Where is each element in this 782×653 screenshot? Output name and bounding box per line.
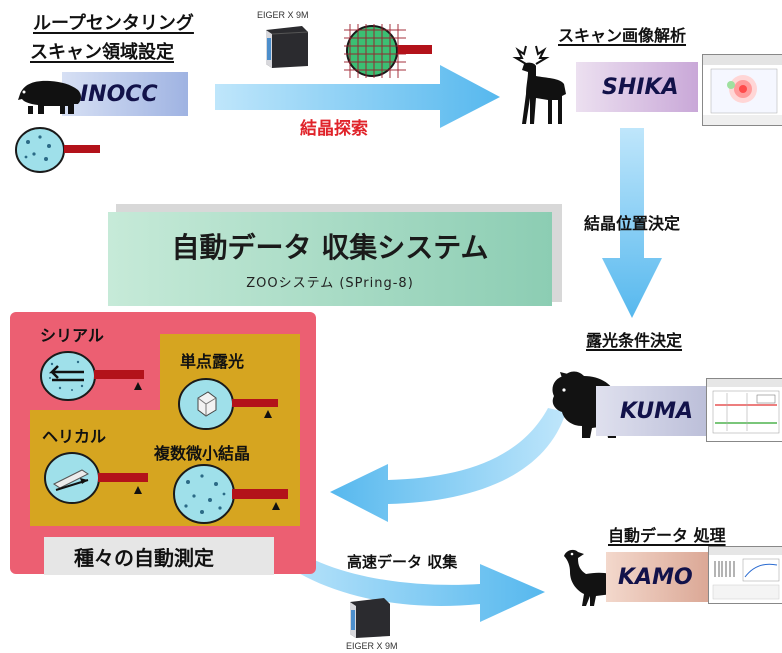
search-arrow-label: 結晶探索	[300, 119, 368, 139]
kuma-box: KUMA	[596, 386, 706, 436]
eiger-bottom-label: EIGER X 9M	[346, 641, 398, 651]
helical-loop-icon	[44, 452, 148, 504]
detector-icon-bottom	[350, 598, 390, 638]
eiger-top-label: EIGER X 9M	[257, 10, 309, 20]
mode-helical-label: ヘリカル	[42, 427, 107, 446]
inocc-title-2: スキャン領域設定	[30, 42, 174, 63]
kuma-title: 露光条件決定	[586, 331, 683, 350]
zoo-subtitle: ZOOシステム (SPring-8)	[246, 276, 414, 291]
shika-box: SHIKA	[576, 62, 698, 112]
collect-arrow-label: 高速データ 収集	[347, 553, 458, 571]
grid-scan-loop-icon	[344, 24, 432, 78]
kuma-plot-thumbnail	[706, 378, 782, 442]
zoo-box: 自動データ 収集システム ZOOシステム (SPring-8)	[108, 212, 552, 306]
mode-single-label: 単点露光	[180, 352, 245, 371]
mode-serial-label: シリアル	[40, 326, 104, 345]
modes-footer-box	[44, 537, 274, 575]
mode-arrow	[330, 408, 566, 522]
collect-arrow	[268, 540, 545, 622]
zoo-title: 自動データ 収集システム	[171, 231, 489, 264]
shika-heatmap-thumbnail	[702, 54, 782, 126]
kamo-title: 自動データ 処理	[608, 526, 726, 545]
multi-crystal-loop-icon	[173, 464, 288, 524]
deer-icon	[512, 45, 566, 124]
inocc-label: INOCC	[80, 81, 158, 107]
modes-footer: 種々の自動測定	[74, 546, 214, 570]
detector-icon	[266, 26, 309, 68]
kamo-box: KAMO	[606, 552, 708, 602]
position-arrow-label: 結晶位置決定	[584, 214, 681, 233]
crystal-loop-icon	[15, 127, 100, 173]
shika-title: スキャン画像解析	[558, 26, 687, 45]
single-point-loop-icon	[178, 378, 278, 430]
search-arrow	[215, 65, 500, 128]
shika-label: SHIKA	[602, 74, 679, 100]
kuma-label: KUMA	[620, 398, 694, 424]
boar-icon	[18, 80, 81, 114]
inocc-title-1: ループセンタリング	[33, 13, 194, 34]
inocc-box: INOCC	[62, 72, 188, 116]
position-arrow	[602, 128, 662, 318]
kamo-report-thumbnail	[708, 546, 782, 604]
mode-multi-label: 複数微小結晶	[154, 444, 251, 463]
kamo-label: KAMO	[618, 564, 693, 590]
serial-loop-icon	[40, 351, 144, 401]
